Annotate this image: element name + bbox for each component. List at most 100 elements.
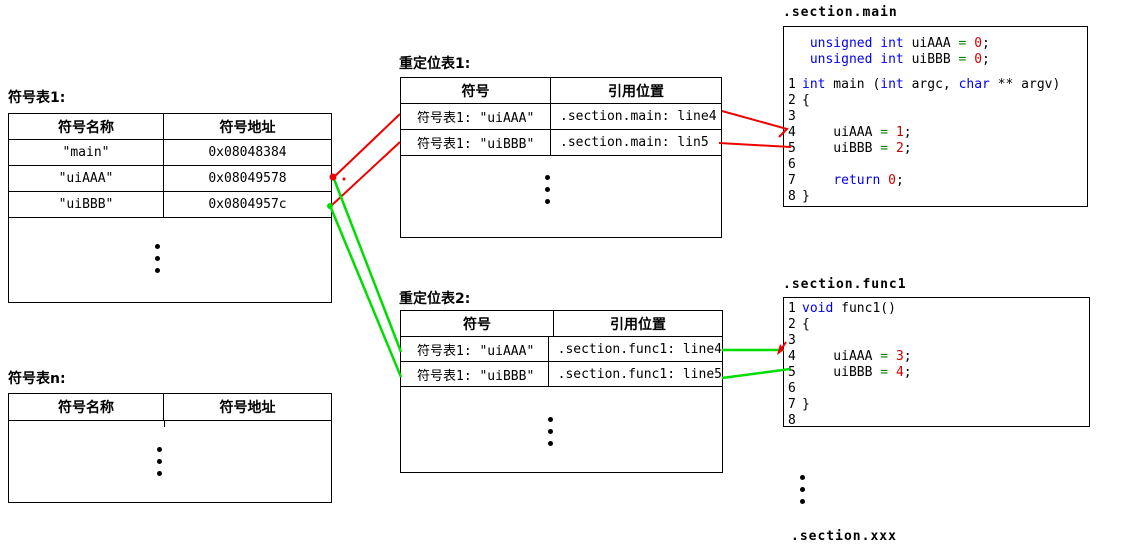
code-line: 3 — [788, 333, 1085, 349]
code-line: 4 uiAAA = 1; — [788, 125, 1083, 141]
code-segment: ; — [895, 173, 904, 188]
code-segment: { — [802, 93, 810, 108]
code-line: 2{ — [788, 317, 1085, 333]
code-segment: 3 — [895, 349, 904, 364]
cell-symbol-ref: 符号表1: "uiBBB" — [401, 130, 551, 155]
code-segment: unsigned int — [809, 36, 904, 51]
line-number: 3 — [788, 333, 796, 348]
cell-ref-location: .section.main: lin5 — [560, 135, 709, 150]
code-segment — [888, 141, 896, 156]
connector-sym1-uiAAA-to-reloc1 — [333, 113, 401, 178]
code-line: 8 — [788, 413, 1085, 427]
code-segment: uiBBB — [903, 52, 959, 67]
symbol-table-1: 符号名称 符号地址 "main" 0x08048384 "uiAAA" 0x08… — [8, 113, 332, 303]
code-segment: = — [880, 141, 889, 156]
vertical-ellipsis-icon — [545, 175, 550, 204]
cell-ref-location: .section.func1: line5 — [557, 366, 722, 382]
table-row: "uiBBB" 0x0804957c — [9, 192, 331, 218]
line-number: 2 — [788, 317, 796, 332]
cell-symbol-ref: 符号表1: "uiAAA" — [401, 104, 551, 129]
red-dot-speck — [342, 177, 346, 181]
code-line: 8} — [788, 189, 1083, 205]
line-number: 6 — [788, 157, 796, 172]
code-segment: main ( — [825, 77, 881, 92]
column-divider-stub — [164, 421, 165, 427]
code-segment: } — [802, 397, 810, 412]
cell-symbol-name: "uiAAA" — [9, 166, 164, 191]
connector-reloc1-to-main-line5 — [718, 142, 792, 148]
header-symbol-address: 符号地址 — [219, 119, 276, 136]
connector-reloc2-to-func1-line5 — [721, 367, 791, 380]
header-symbol: 符号 — [401, 311, 554, 336]
code-segment: 0 — [974, 52, 983, 67]
table-header-row: 符号 引用位置 — [401, 78, 721, 104]
cell-symbol-address: 0x0804957c — [208, 197, 287, 212]
cell-symbol-address: 0x08048384 — [208, 145, 287, 160]
code-segment: ; — [982, 52, 990, 67]
cell-ref-location: .section.main: line4 — [560, 109, 717, 124]
code-line: 2{ — [788, 93, 1083, 109]
line-number: 5 — [788, 141, 796, 156]
code-segment: ; — [982, 36, 990, 51]
table-header-row: 符号名称 符号地址 — [9, 114, 331, 140]
table-row: "uiAAA" 0x08049578 — [9, 166, 331, 192]
header-ref-location: 引用位置 — [610, 316, 666, 333]
code-segment: 1 — [895, 125, 904, 140]
line-number: 7 — [788, 397, 796, 412]
cell-symbol-ref: 符号表1: "uiBBB" — [401, 362, 549, 386]
line-number: 2 — [788, 93, 796, 108]
code-segment: = — [880, 349, 889, 364]
connector-reloc1-to-main-line4 — [721, 110, 789, 138]
code-segment: char — [958, 77, 990, 92]
line-number: 7 — [788, 173, 796, 188]
code-segment: int — [802, 77, 826, 92]
code-segment — [802, 36, 810, 51]
code-segment: uiBBB — [802, 141, 881, 156]
symbol-table-n: 符号名称 符号地址 — [8, 393, 332, 503]
code-segment: 4 — [895, 365, 904, 380]
section-main-title: .section.main — [783, 5, 898, 20]
code-segment: return — [833, 173, 881, 188]
connector-sym1-uiBBB-to-reloc2 — [329, 207, 403, 378]
code-line: 7} — [788, 397, 1085, 413]
code-segment: uiBBB — [802, 365, 881, 380]
table-row: 符号表1: "uiAAA" .section.main: line4 — [401, 104, 721, 130]
line-number: 5 — [788, 365, 796, 380]
code-segment: void — [802, 301, 834, 316]
reloc-table-2-title: 重定位表2: — [399, 291, 471, 307]
code-line — [788, 68, 1083, 77]
code-segment — [888, 125, 896, 140]
code-segment: ; — [903, 349, 912, 364]
code-segment: = — [958, 36, 967, 51]
code-line: 4 uiAAA = 3; — [788, 349, 1085, 365]
code-segment: argc, — [903, 77, 959, 92]
code-line: 7 return 0; — [788, 173, 1083, 189]
code-segment: uiAAA — [802, 349, 881, 364]
code-segment: int — [880, 77, 904, 92]
cell-ref-location: .section.func1: line4 — [557, 341, 722, 357]
section-xxx-title: .section.xxx — [791, 529, 897, 544]
code-segment: ** argv) — [989, 77, 1061, 92]
table-header-row: 符号 引用位置 — [401, 311, 722, 337]
table-row: "main" 0x08048384 — [9, 140, 331, 166]
code-segment — [888, 349, 896, 364]
vertical-ellipsis-icon — [157, 447, 162, 476]
code-segment: uiAAA — [903, 36, 959, 51]
code-line: unsigned int uiAAA = 0; — [788, 36, 1083, 52]
reloc-table-1: 符号 引用位置 符号表1: "uiAAA" .section.main: lin… — [400, 77, 722, 238]
cell-symbol-ref: 符号表1: "uiAAA" — [401, 337, 549, 361]
line-number: 8 — [788, 413, 796, 427]
code-segment: = — [880, 365, 889, 380]
reloc-table-1-title: 重定位表1: — [399, 56, 471, 72]
code-segment: 0 — [974, 36, 983, 51]
code-segment — [802, 52, 810, 67]
reloc-table-2: 符号 引用位置 符号表1: "uiAAA" .section.func1: li… — [400, 310, 723, 473]
line-number: 6 — [788, 381, 796, 396]
code-segment — [888, 365, 896, 380]
code-segment: 0 — [888, 173, 896, 188]
code-line: 6 — [788, 157, 1083, 173]
code-line: 5 uiBBB = 4; — [788, 365, 1085, 381]
code-segment: unsigned int — [809, 52, 904, 67]
